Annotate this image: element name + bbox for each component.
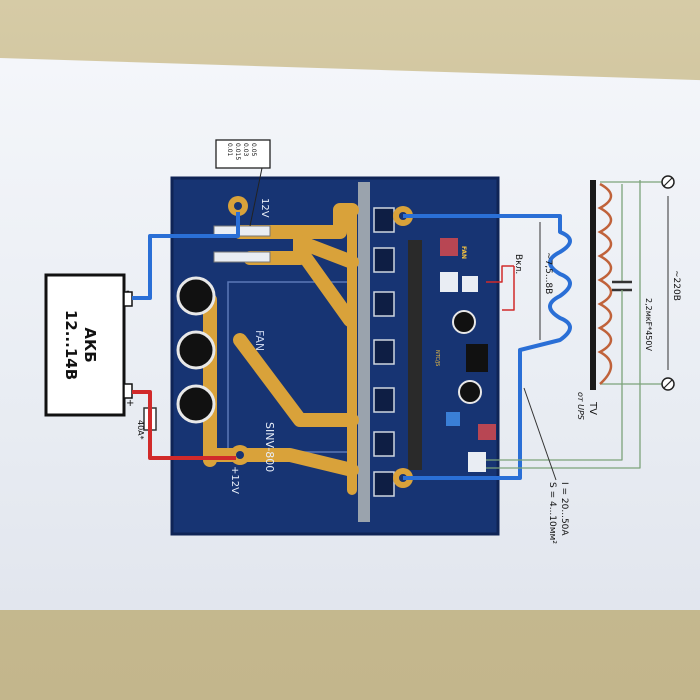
- resistor-value-4: 0.01: [226, 143, 233, 157]
- relay-label: NTC/JS: [434, 350, 440, 366]
- wire-spec-pointer: [523, 387, 557, 481]
- switch-label: Вкл.: [513, 254, 523, 274]
- mains-voltage: ~220В: [671, 270, 681, 301]
- heatsink: [358, 182, 370, 522]
- transistor-7: [373, 471, 395, 497]
- capacitor-small-1: [452, 310, 476, 334]
- secondary-voltage: ~7,5...8В: [543, 252, 553, 294]
- resistor-value-1: 0.05: [250, 143, 257, 157]
- electrolytic-capacitors: [176, 276, 482, 424]
- capacitor-value: 2,2мкF*450V: [644, 298, 653, 351]
- ic-chip: [466, 344, 488, 372]
- trace-mid-diag: [293, 243, 357, 327]
- battery-minus-label: -: [126, 286, 130, 297]
- wire-current: I = 20...50A: [559, 482, 569, 536]
- resistor-value-box: [215, 139, 271, 169]
- top-terminal-label: 12V: [259, 198, 270, 218]
- wires: [132, 180, 668, 480]
- fuse-rating: 40A*: [136, 420, 145, 440]
- battery-voltage: 12...14В: [62, 310, 80, 380]
- film-capacitor: [612, 184, 632, 384]
- trace-top-rail: [233, 203, 359, 239]
- transistor-5: [373, 387, 395, 413]
- wire-switch-return: [502, 266, 515, 311]
- battery: [44, 273, 133, 417]
- resistor-value-2: 0.03: [242, 143, 249, 157]
- wire-battery-minus: [132, 212, 240, 300]
- shunt-resistor-2: [213, 251, 271, 263]
- capacitor-1: [176, 276, 216, 316]
- wire-section: S = 4...10мм²: [547, 482, 557, 544]
- output-connector-block: [468, 452, 486, 472]
- switch-connector-block: [462, 276, 478, 292]
- transistor-6: [373, 431, 395, 457]
- small-components: [440, 238, 496, 472]
- resistor-value-3: 0.015: [234, 143, 241, 160]
- fan-connector-label: FAN: [460, 246, 467, 259]
- battery-body: [44, 273, 126, 417]
- fuse-holder-top: [440, 238, 458, 256]
- transistors: [373, 207, 395, 497]
- wire-mains-2: [486, 180, 641, 469]
- transformer-name: TV: [587, 401, 598, 415]
- capacitor-small-2: [458, 380, 482, 404]
- trimmer: [446, 412, 460, 426]
- battery-name: АКБ: [81, 327, 99, 362]
- bottom-terminal-label: +12V: [229, 466, 240, 494]
- transistor-2: [373, 247, 395, 273]
- wire-switch: [486, 265, 514, 283]
- transformer-core: [590, 180, 596, 390]
- capacitor-2: [176, 330, 216, 370]
- battery-terminal-plus: [123, 383, 133, 399]
- fan-connector-block: [440, 272, 458, 292]
- fuse-holder-bottom: [478, 424, 496, 440]
- wire-battery-plus: [132, 390, 236, 460]
- trace-cross: [233, 333, 359, 427]
- transistor-3: [373, 291, 395, 317]
- shunt-resistor-1: [213, 225, 271, 237]
- wire-transformer-secondary: [403, 214, 572, 480]
- shunt-resistors: [213, 225, 271, 263]
- transformer-primary-coil: [597, 182, 613, 385]
- mains-terminals: [661, 175, 675, 391]
- transistor-1: [373, 207, 395, 233]
- transformer: [590, 180, 613, 390]
- connector-strip: [408, 240, 422, 470]
- resistor-value-pointer: [249, 167, 263, 227]
- capacitor-3: [176, 384, 216, 424]
- battery-plus-label: +: [126, 398, 134, 409]
- transistor-4: [373, 339, 395, 365]
- trace-top-diag: [293, 235, 359, 269]
- transformer-source: от UPS: [576, 392, 585, 420]
- pcb-border: [170, 176, 500, 536]
- fan-area-label: FAN: [253, 330, 266, 351]
- wire-mains-1: [486, 384, 623, 461]
- board-model: SINV-800: [263, 422, 276, 472]
